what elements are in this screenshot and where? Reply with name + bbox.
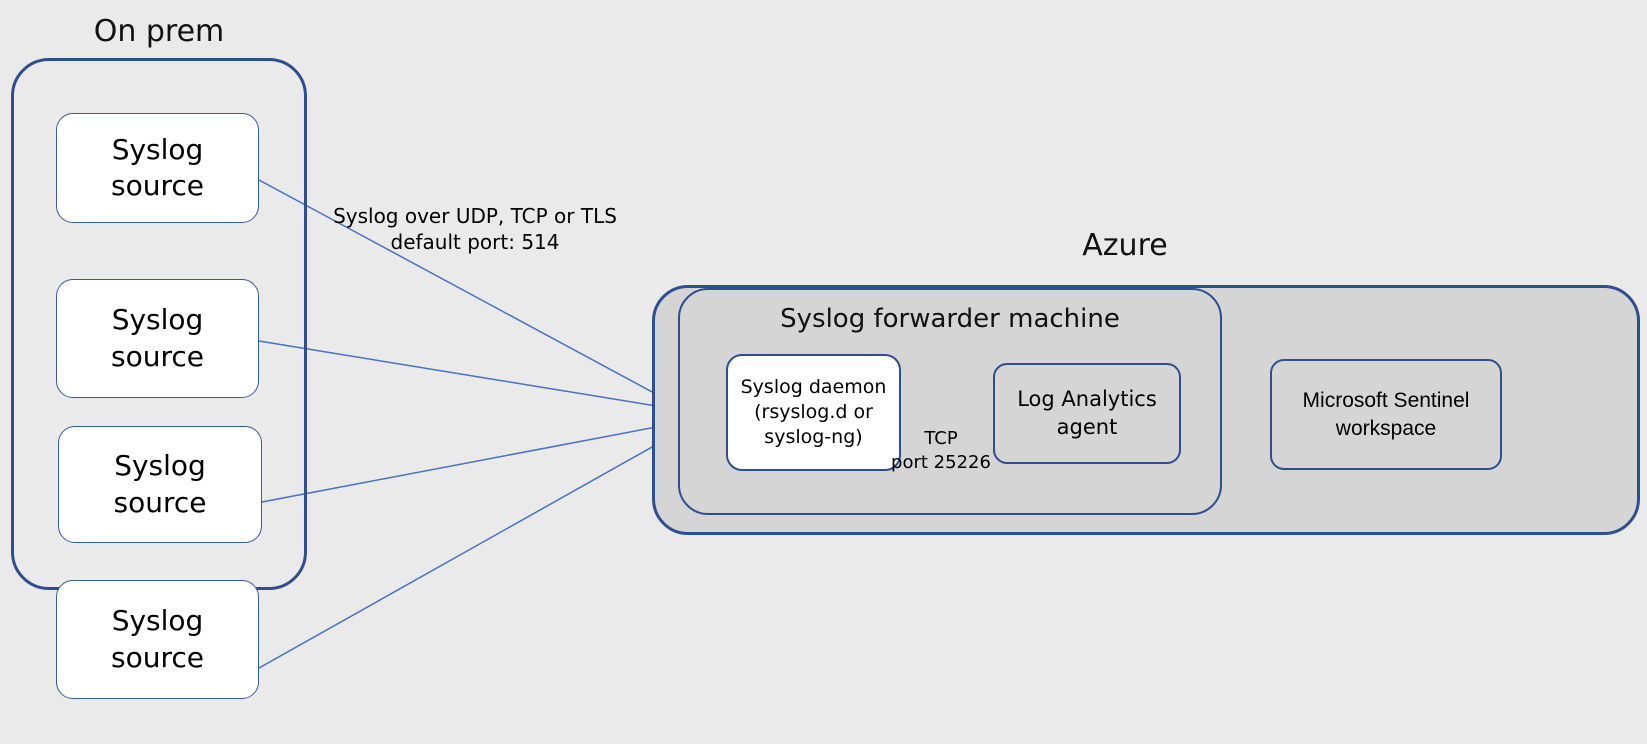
node-label-line2: source [111, 640, 204, 674]
microsoft-sentinel-workspace-node[interactable]: Microsoft Sentinel workspace [1270, 359, 1502, 470]
node-label-line1: Syslog [111, 303, 204, 337]
syslog-source-node[interactable]: Syslog source [56, 113, 259, 223]
syslog-source-node[interactable]: Syslog source [56, 580, 259, 699]
azure-zone-title: Azure [1082, 228, 1168, 263]
tcp-port-edge-label: TCP port 25226 [876, 427, 1006, 475]
node-label-line1: Syslog [114, 449, 206, 483]
node-label-line1: Syslog daemon [740, 376, 887, 399]
edge-label-line1: Syslog over UDP, TCP or TLS [333, 204, 617, 228]
node-label-line2: (rsyslog.d or [754, 401, 873, 424]
node-label-line2: agent [1056, 414, 1118, 439]
log-analytics-agent-node[interactable]: Log Analytics agent [993, 363, 1181, 464]
node-label-line3: syslog-ng) [764, 425, 863, 448]
syslog-source-node[interactable]: Syslog source [58, 426, 262, 543]
syslog-transport-edge-label: Syslog over UDP, TCP or TLS default port… [330, 203, 620, 256]
onprem-zone-title: On prem [93, 14, 225, 49]
node-label-line2: source [113, 485, 207, 519]
edge-label-line1: TCP [924, 428, 958, 449]
syslog-source-node[interactable]: Syslog source [56, 279, 259, 398]
node-label-line2: workspace [1335, 416, 1437, 440]
node-label-line1: Microsoft Sentinel [1302, 389, 1470, 413]
edge-label-line2: port 25226 [891, 451, 991, 473]
node-label-line1: Log Analytics [1017, 387, 1157, 412]
edge-label-line2: default port: 514 [390, 230, 560, 255]
syslog-forwarder-machine-title: Syslog forwarder machine [780, 304, 1120, 334]
node-label-line1: Syslog [111, 604, 204, 638]
node-label-line2: source [111, 169, 204, 202]
node-label-line2: source [111, 339, 204, 373]
syslog-daemon-node[interactable]: Syslog daemon (rsyslog.d or syslog-ng) [726, 354, 901, 471]
node-label-line1: Syslog [111, 132, 204, 166]
